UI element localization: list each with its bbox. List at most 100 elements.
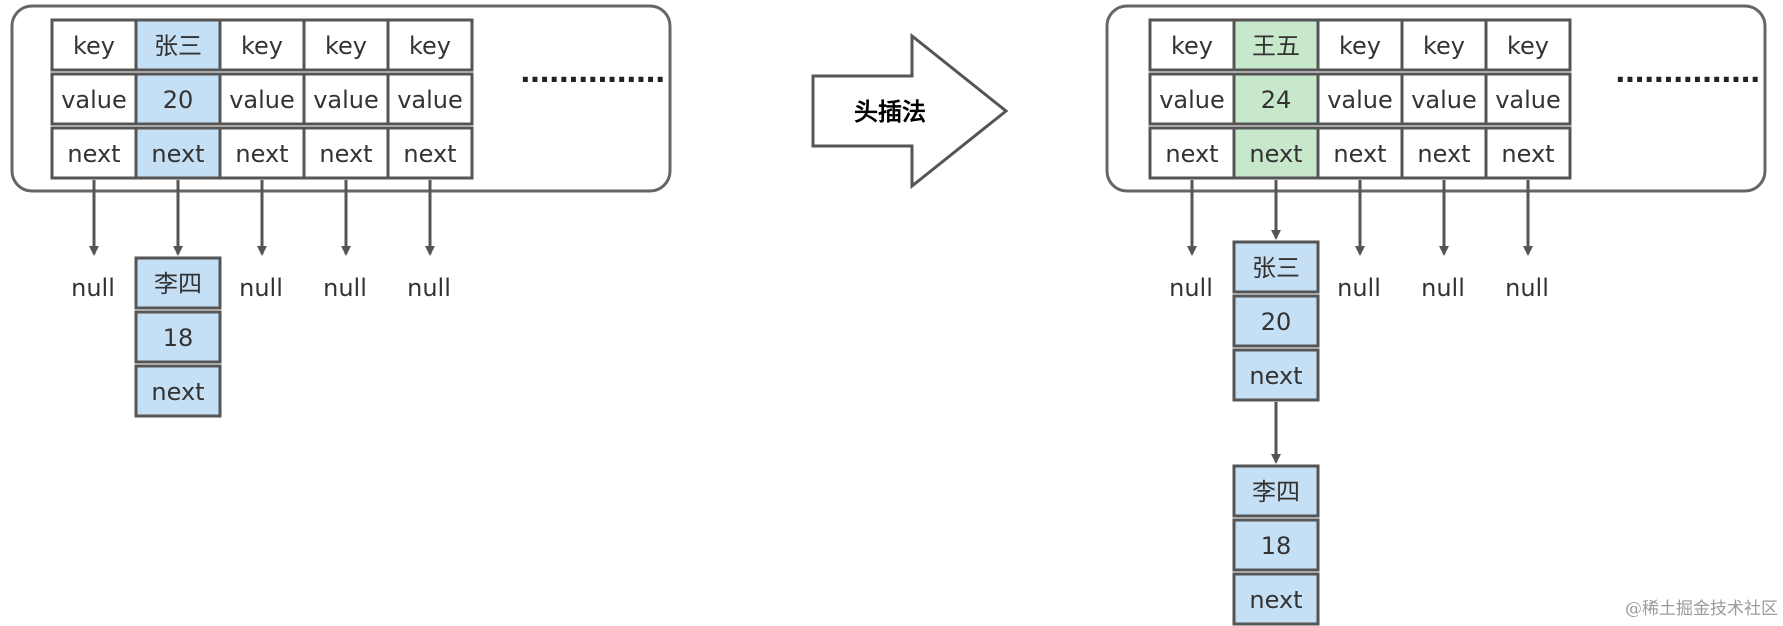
- after-bucket: key value next null: [1148, 18, 1236, 302]
- after-node-key-box: [1232, 464, 1320, 518]
- after-bucket-value-label: value: [1159, 86, 1225, 114]
- after-bucket-next-label: next: [1501, 140, 1554, 168]
- before-ellipsis: ...............: [520, 56, 665, 89]
- before-bucket-key-label: key: [241, 32, 283, 60]
- before-bucket-next-label: next: [67, 140, 120, 168]
- after-bucket-next-label: next: [1165, 140, 1218, 168]
- before-bucket: key value next null: [50, 18, 138, 302]
- transition-label: 头插法: [854, 98, 926, 126]
- before-bucket-next-box: [50, 126, 138, 180]
- after-bucket-value-box: [1400, 72, 1488, 126]
- after-chain-node: 张三 20 next: [1232, 240, 1320, 464]
- before-bucket: key value next null: [386, 18, 474, 302]
- before-bucket-next-box: [386, 126, 474, 180]
- before-bucket-key-label: 张三: [154, 32, 202, 60]
- after-chain-node: 李四 18 next: [1232, 464, 1320, 626]
- after-node-value-box: [1232, 294, 1320, 348]
- before-bucket-next-box: [134, 126, 222, 180]
- after-bucket: key value next null: [1316, 18, 1404, 302]
- watermark: @稀土掘金技术社区: [1625, 599, 1778, 619]
- after-bucket-value-label: value: [1327, 86, 1393, 114]
- before-bucket: 张三 20 next 李四 18 next: [134, 18, 222, 418]
- before-bucket-key-box: [50, 18, 138, 72]
- before-bucket-value-label: value: [397, 86, 463, 114]
- transition-arrow: 头插法: [811, 32, 1009, 190]
- after-bucket-value-box: [1232, 72, 1320, 126]
- before-bucket-value-label: 20: [163, 86, 194, 114]
- after-bucket-next-label: next: [1333, 140, 1386, 168]
- after-node-value-label: 18: [1261, 532, 1292, 560]
- before-bucket-next-label: next: [403, 140, 456, 168]
- after-null-label: null: [1421, 274, 1465, 302]
- after-bucket-key-label: key: [1507, 32, 1549, 60]
- before-bucket-value-box: [386, 72, 474, 126]
- before-null-label: null: [323, 274, 367, 302]
- after-bucket-key-box: [1484, 18, 1572, 72]
- before-bucket-key-box: [302, 18, 390, 72]
- after-bucket-key-box: [1400, 18, 1488, 72]
- after-bucket-array: key value next null 王五 24 next 张三 20 next 李四 18 next…: [1148, 18, 1572, 626]
- after-node-next-label: next: [1249, 586, 1302, 614]
- after-node-next-box: [1232, 348, 1320, 402]
- before-chain-node: 李四 18 next: [134, 256, 222, 418]
- after-null-label: null: [1169, 274, 1213, 302]
- before-bucket: key value next null: [302, 18, 390, 302]
- right-arrow-shape: [811, 32, 1009, 190]
- after-bucket-value-box: [1148, 72, 1236, 126]
- before-node-next-box: [134, 364, 222, 418]
- after-bucket-key-label: key: [1423, 32, 1465, 60]
- before-bucket-array: key value next null 张三 20 next 李四 18 next key value…: [50, 18, 474, 418]
- before-bucket-value-box: [302, 72, 390, 126]
- after-state: key value next null 王五 24 next 张三 20 next 李四 18 next…: [1105, 4, 1767, 626]
- before-bucket-key-label: key: [409, 32, 451, 60]
- before-bucket-value-label: value: [229, 86, 295, 114]
- before-node-value-label: 18: [163, 324, 194, 352]
- after-node-next-box: [1232, 572, 1320, 626]
- before-node-key-box: [134, 256, 222, 310]
- before-bucket-next-label: next: [235, 140, 288, 168]
- before-null-label: null: [71, 274, 115, 302]
- after-bucket-value-label: 24: [1261, 86, 1292, 114]
- after-bucket: key value next null: [1400, 18, 1488, 302]
- before-null-label: null: [407, 274, 451, 302]
- before-node-next-label: next: [151, 378, 204, 406]
- before-bucket-key-box: [386, 18, 474, 72]
- after-bucket-next-box: [1400, 126, 1488, 180]
- before-node-key-label: 李四: [154, 270, 202, 298]
- after-bucket-next-label: next: [1417, 140, 1470, 168]
- after-bucket-next-box: [1484, 126, 1572, 180]
- before-null-label: null: [239, 274, 283, 302]
- after-bucket-key-label: key: [1171, 32, 1213, 60]
- before-bucket-value-label: value: [313, 86, 379, 114]
- after-null-label: null: [1337, 274, 1381, 302]
- after-bucket-value-label: value: [1411, 86, 1477, 114]
- after-bucket-value-box: [1484, 72, 1572, 126]
- after-node-key-box: [1232, 240, 1320, 294]
- before-bucket-value-label: value: [61, 86, 127, 114]
- before-bucket: key value next null: [218, 18, 306, 302]
- after-node-key-label: 李四: [1252, 478, 1300, 506]
- after-node-value-box: [1232, 518, 1320, 572]
- before-node-value-box: [134, 310, 222, 364]
- after-node-next-label: next: [1249, 362, 1302, 390]
- after-bucket-value-box: [1316, 72, 1404, 126]
- before-bucket-key-box: [134, 18, 222, 72]
- after-bucket-value-label: value: [1495, 86, 1561, 114]
- after-bucket: key value next null: [1484, 18, 1572, 302]
- after-node-key-label: 张三: [1252, 254, 1300, 282]
- before-bucket-value-box: [50, 72, 138, 126]
- after-null-label: null: [1505, 274, 1549, 302]
- before-bucket-next-label: next: [319, 140, 372, 168]
- after-node-value-label: 20: [1261, 308, 1292, 336]
- before-bucket-key-label: key: [325, 32, 367, 60]
- after-bucket-key-label: key: [1339, 32, 1381, 60]
- before-bucket-value-box: [218, 72, 306, 126]
- after-bucket-key-label: 王五: [1252, 32, 1300, 60]
- after-bucket-next-label: next: [1249, 140, 1302, 168]
- before-bucket-key-label: key: [73, 32, 115, 60]
- before-state: key value next null 张三 20 next 李四 18 next key value…: [10, 4, 672, 418]
- after-bucket: 王五 24 next 张三 20 next 李四 18 next: [1232, 18, 1320, 626]
- after-ellipsis: ...............: [1615, 56, 1760, 89]
- before-bucket-next-label: next: [151, 140, 204, 168]
